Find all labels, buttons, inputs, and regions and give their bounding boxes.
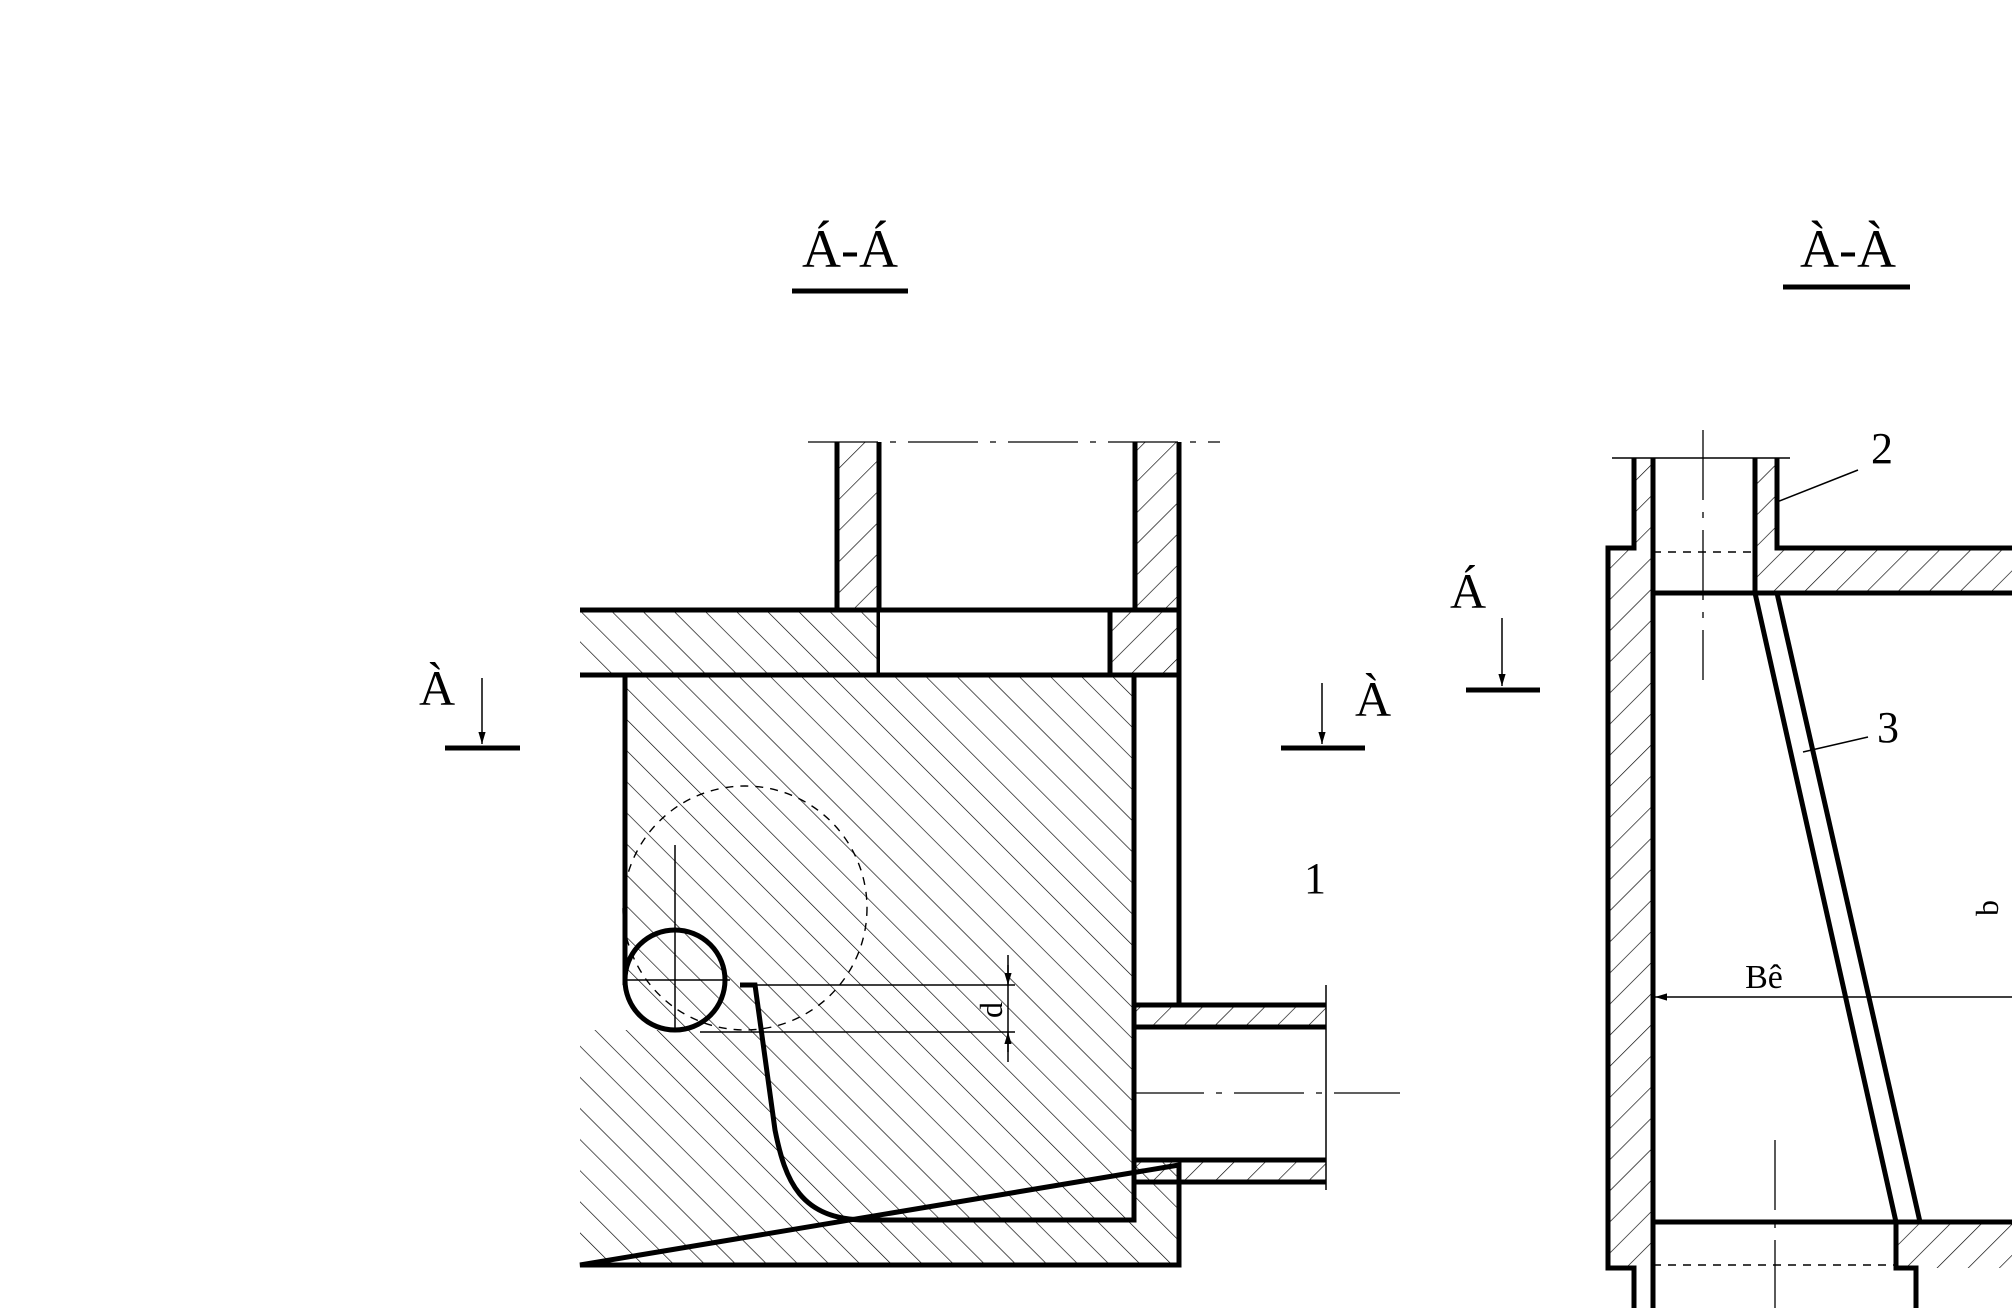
left-view-title: Á-Á [802,219,898,279]
dim-b-label: b [1969,900,2005,916]
right-section-view: À-À Á 2 3 Bê [1450,219,2012,1308]
left-flue-hatch [837,442,879,610]
item-3-label: 3 [1877,703,1899,752]
left-section-view: Á-Á d [419,219,1400,1268]
item-2-label: 2 [1871,424,1893,473]
left-cut-letter: À [419,660,455,716]
right-view-title: À-À [1800,219,1896,279]
right-view-letter: Á [1450,563,1486,619]
body-outer-contour [579,607,1182,1268]
body-wall-hatch [580,610,1179,1220]
dim-d-label: d [973,1002,1009,1018]
hidden-circle [622,785,868,1031]
dim-be-label: Bê [1745,959,1783,996]
right-flue-hatch [1135,442,1179,610]
right-cut-letter: À [1355,671,1391,727]
item-1-label: 1 [1304,854,1326,903]
body-inner-contour [622,675,1137,1223]
